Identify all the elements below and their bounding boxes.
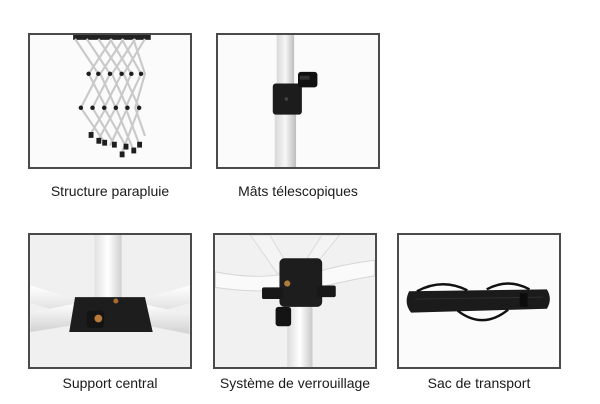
carry-bag-illustration: [406, 282, 550, 322]
caption-central-hub: Support central: [62, 375, 158, 391]
telescopic-pole-illustration: [272, 35, 318, 167]
central-hub-illustration: [30, 235, 190, 367]
caption-telescopic-pole: Mâts télescopiques: [238, 183, 358, 199]
caption-folding-frame: Structure parapluie: [50, 183, 170, 199]
folding-frame-photo: [28, 33, 192, 169]
caption-carry-bag: Sac de transport: [427, 375, 531, 391]
carry-bag-photo: [397, 233, 561, 369]
locking-bracket-photo: [213, 233, 377, 369]
telescopic-pole-photo: [216, 33, 380, 169]
locking-bracket-illustration: [215, 235, 375, 367]
folding-frame-illustration: [73, 35, 151, 158]
caption-locking-system: Système de verrouillage: [219, 375, 371, 391]
central-hub-photo: [28, 233, 192, 369]
